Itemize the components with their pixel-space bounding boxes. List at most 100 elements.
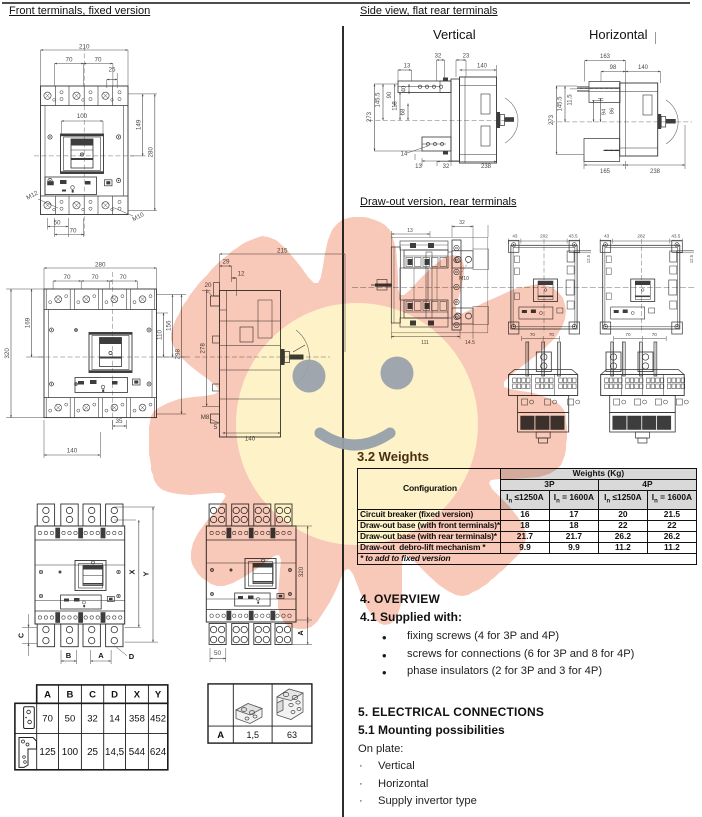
svg-text:X: X — [134, 690, 141, 701]
svg-text:A: A — [217, 730, 224, 741]
svg-text:320: 320 — [298, 566, 305, 577]
svg-text:163: 163 — [600, 54, 611, 60]
svg-text:140: 140 — [477, 64, 488, 70]
svg-text:13: 13 — [404, 64, 411, 70]
svg-text:156: 156 — [165, 320, 172, 331]
svg-text:20: 20 — [204, 282, 212, 289]
svg-text:M8: M8 — [201, 414, 210, 421]
svg-text:32: 32 — [435, 54, 442, 60]
svg-text:624: 624 — [150, 747, 167, 758]
svg-text:278: 278 — [200, 343, 207, 354]
svg-text:25: 25 — [87, 747, 98, 758]
svg-text:210: 210 — [79, 43, 90, 50]
svg-text:145.5: 145.5 — [376, 92, 382, 108]
svg-text:32: 32 — [443, 164, 450, 170]
svg-text:215: 215 — [277, 247, 288, 254]
svg-text:70: 70 — [69, 228, 77, 235]
svg-text:100: 100 — [77, 113, 88, 120]
svg-text:Y: Y — [142, 571, 151, 576]
svg-text:Y: Y — [155, 690, 162, 701]
svg-text:70: 70 — [530, 332, 536, 337]
svg-text:35: 35 — [115, 418, 123, 425]
svg-text:32: 32 — [87, 714, 98, 725]
svg-text:70: 70 — [65, 57, 73, 64]
svg-text:125: 125 — [39, 747, 56, 758]
svg-text:12: 12 — [237, 271, 245, 278]
svg-text:43.5: 43.5 — [569, 234, 578, 239]
svg-text:43.5: 43.5 — [671, 234, 680, 239]
svg-text:90: 90 — [387, 91, 393, 98]
svg-text:110: 110 — [156, 329, 163, 340]
svg-text:25: 25 — [108, 67, 116, 74]
svg-text:70: 70 — [91, 274, 99, 281]
svg-text:1,5: 1,5 — [246, 730, 259, 740]
svg-text:169: 169 — [24, 317, 31, 328]
svg-text:29: 29 — [222, 259, 230, 266]
svg-text:50: 50 — [214, 650, 222, 657]
svg-text:M10: M10 — [131, 211, 145, 223]
svg-text:50: 50 — [53, 220, 61, 227]
svg-text:86: 86 — [610, 108, 616, 114]
svg-text:A: A — [98, 651, 104, 660]
svg-text:140: 140 — [245, 436, 256, 443]
svg-text:280: 280 — [148, 147, 155, 158]
svg-text:B: B — [66, 651, 72, 660]
svg-text:149: 149 — [136, 119, 143, 130]
svg-text:238: 238 — [481, 164, 492, 170]
svg-text:B: B — [67, 690, 74, 701]
svg-text:273: 273 — [367, 111, 373, 122]
svg-text:280: 280 — [95, 261, 106, 268]
svg-text:14,5: 14,5 — [105, 747, 125, 758]
svg-text:100: 100 — [62, 747, 79, 758]
svg-text:14: 14 — [401, 152, 408, 158]
svg-text:140: 140 — [67, 448, 78, 455]
svg-text:70: 70 — [119, 274, 127, 281]
svg-text:452: 452 — [150, 714, 166, 725]
svg-text:40: 40 — [402, 85, 408, 92]
svg-text:13: 13 — [415, 164, 422, 170]
svg-text:M12: M12 — [25, 189, 39, 201]
svg-text:50: 50 — [65, 714, 76, 725]
svg-text:D: D — [111, 690, 118, 701]
svg-text:140: 140 — [638, 65, 649, 71]
svg-text:43: 43 — [512, 234, 518, 239]
svg-text:544: 544 — [129, 747, 146, 758]
svg-text:12.5: 12.5 — [586, 254, 591, 263]
svg-text:70: 70 — [652, 332, 658, 337]
svg-text:70: 70 — [94, 57, 102, 64]
svg-text:12.5: 12.5 — [689, 254, 694, 263]
svg-text:63: 63 — [287, 730, 297, 740]
svg-text:70: 70 — [549, 332, 555, 337]
svg-text:298: 298 — [174, 349, 181, 360]
svg-text:70: 70 — [42, 714, 53, 725]
svg-text:70: 70 — [626, 332, 632, 337]
svg-text:98: 98 — [610, 65, 617, 71]
svg-text:32: 32 — [459, 220, 465, 226]
svg-text:A: A — [44, 690, 51, 701]
svg-text:68: 68 — [401, 108, 407, 115]
svg-text:282: 282 — [637, 234, 645, 239]
svg-text:14: 14 — [109, 714, 120, 725]
svg-text:273: 273 — [549, 114, 555, 125]
svg-text:C: C — [19, 633, 26, 638]
svg-text:11.5: 11.5 — [568, 94, 574, 106]
svg-text:5: 5 — [214, 424, 218, 431]
svg-text:14.5: 14.5 — [465, 340, 475, 346]
svg-text:A: A — [298, 630, 305, 635]
svg-text:D: D — [129, 652, 135, 661]
svg-text:23: 23 — [463, 54, 470, 60]
svg-text:202: 202 — [540, 234, 548, 239]
svg-text:145.5: 145.5 — [558, 96, 564, 112]
svg-text:M10: M10 — [459, 276, 469, 282]
svg-text:70: 70 — [63, 274, 71, 281]
svg-text:320: 320 — [4, 348, 11, 359]
svg-text:238: 238 — [650, 169, 661, 175]
svg-text:358: 358 — [129, 714, 145, 725]
svg-text:94: 94 — [602, 108, 608, 115]
svg-text:X: X — [128, 569, 137, 574]
svg-text:43: 43 — [604, 234, 610, 239]
svg-text:C: C — [89, 690, 96, 701]
svg-text:111: 111 — [421, 340, 429, 346]
svg-text:165: 165 — [600, 169, 611, 175]
svg-text:118: 118 — [393, 101, 399, 111]
